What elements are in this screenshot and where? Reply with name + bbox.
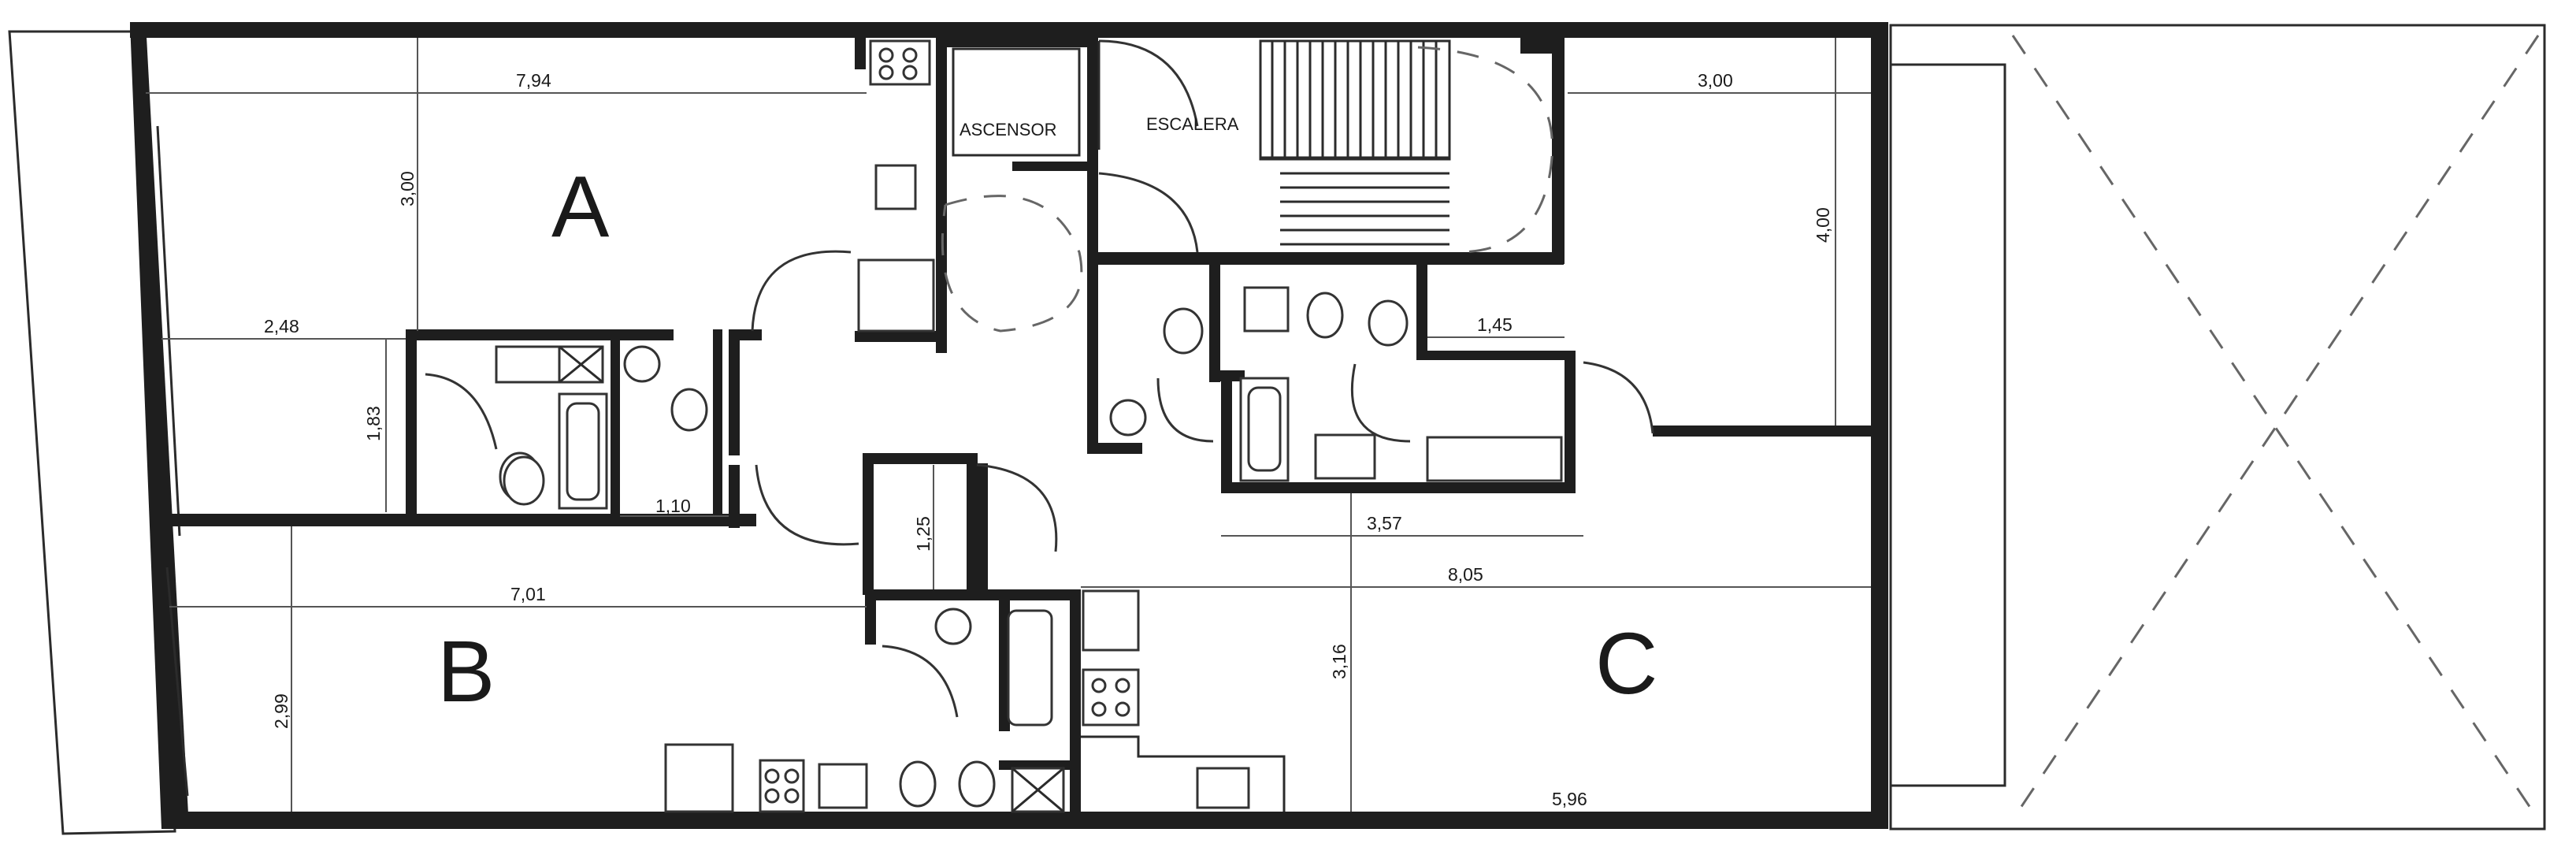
dim-right-depth: 4,00 <box>1813 207 1833 243</box>
sidewalk-outline <box>8 30 176 835</box>
stairs-label: ESCALERA <box>1146 114 1239 134</box>
facade-windows <box>156 125 189 797</box>
dim-c-width: 8,05 <box>1448 564 1483 585</box>
dimension-lines <box>146 38 1871 812</box>
terrace <box>1889 24 2546 831</box>
unit-c-label: C <box>1595 615 1657 712</box>
elevator-label: ASCENSOR <box>960 120 1056 139</box>
dim-hall: 1,25 <box>913 516 934 552</box>
dim-mid-width: 3,57 <box>1367 513 1402 533</box>
dim-a-depth: 3,00 <box>397 171 418 206</box>
dim-a-bath-depth: 1,83 <box>363 406 384 441</box>
unit-b-label: B <box>437 623 495 720</box>
unit-a-label: A <box>551 158 610 255</box>
exterior-walls <box>130 22 1888 829</box>
dim-a-gap: 1,10 <box>655 496 691 516</box>
dim-b-width: 7,01 <box>510 584 546 604</box>
dim-c-depth: 3,16 <box>1329 644 1349 679</box>
dim-right-width: 3,00 <box>1698 70 1733 91</box>
door-swings <box>425 39 1654 718</box>
dim-b-depth: 2,99 <box>271 693 291 729</box>
dim-a-width: 7,94 <box>516 70 551 91</box>
fixtures <box>495 39 1563 813</box>
staircase <box>1259 39 1554 254</box>
dim-mid-small: 1,45 <box>1477 314 1513 335</box>
interior-walls <box>158 32 1875 818</box>
dim-c-bottom: 5,96 <box>1552 789 1587 809</box>
dim-a-bath-width: 2,48 <box>264 316 299 336</box>
